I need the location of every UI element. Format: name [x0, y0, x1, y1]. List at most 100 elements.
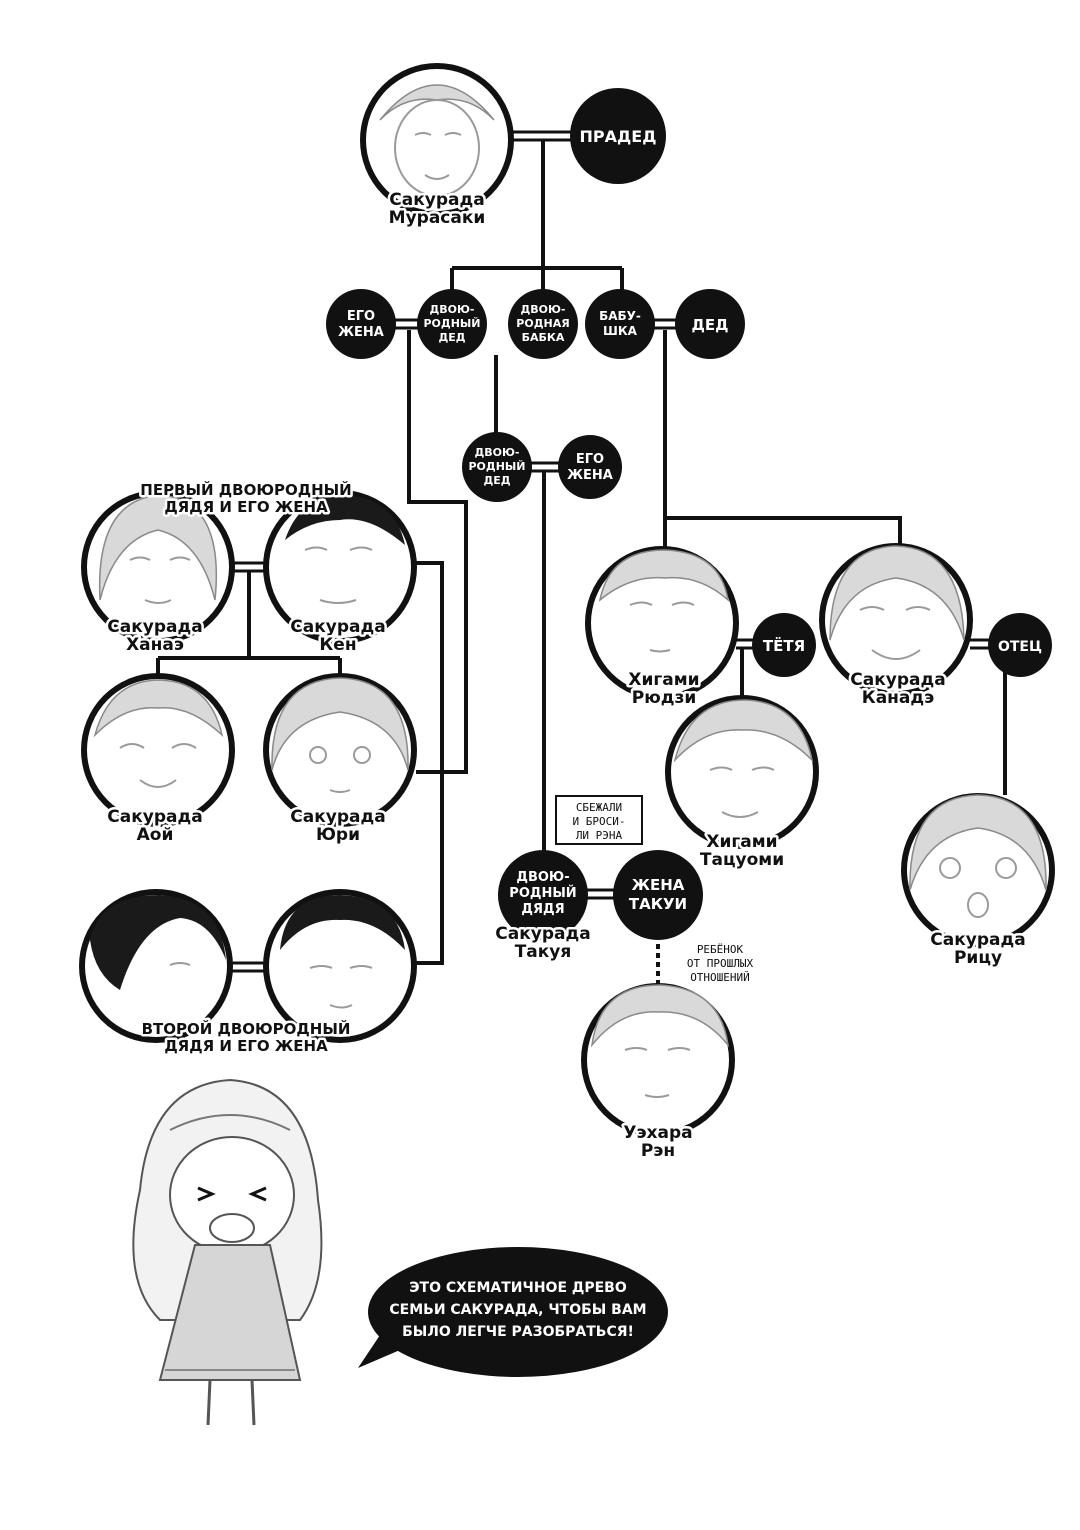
svg-text:ДВОЮ-: ДВОЮ-	[474, 446, 519, 459]
svg-text:Сакурада: Сакурада	[389, 190, 484, 210]
name-ken: Сакурада Кен	[288, 615, 388, 658]
portrait-yuri	[263, 673, 417, 827]
name-tatsuomi: Хигами Тацуоми	[697, 830, 786, 873]
portrait-ritsu	[901, 793, 1055, 947]
svg-text:СЕМЬИ САКУРАДА, ЧТОБЫ ВАМ: СЕМЬИ САКУРАДА, ЧТОБЫ ВАМ	[389, 1302, 646, 1318]
svg-text:ДВОЮ-: ДВОЮ-	[429, 303, 474, 316]
svg-text:ОТЕЦ: ОТЕЦ	[998, 639, 1042, 655]
portrait-aoi	[81, 673, 235, 827]
svg-text:РОДНЫЙ: РОДНЫЙ	[509, 885, 576, 901]
role-tetya: ТЁТЯ	[752, 613, 816, 677]
name-murasaki: Сакурада Мурасаки	[386, 188, 488, 231]
svg-text:ЭТО СХЕМАТИЧНОЕ ДРЕВО: ЭТО СХЕМАТИЧНОЕ ДРЕВО	[409, 1280, 627, 1296]
svg-text:Канадэ: Канадэ	[862, 688, 934, 708]
role-ego-zhena-mid: ЕГО ЖЕНА	[558, 435, 622, 499]
svg-text:ДЯДЯ И ЕГО ЖЕНА: ДЯДЯ И ЕГО ЖЕНА	[164, 498, 328, 516]
role-dvoyurodnaya-babka: ДВОЮ- РОДНАЯ БАБКА	[508, 289, 578, 359]
svg-text:ДЯДЯ И ЕГО ЖЕНА: ДЯДЯ И ЕГО ЖЕНА	[164, 1037, 328, 1055]
svg-text:Сакурада: Сакурада	[930, 930, 1025, 950]
svg-text:Ханаэ: Ханаэ	[126, 635, 184, 655]
note-ran-away: СБЕЖАЛИ И БРОСИ- ЛИ РЭНА	[555, 795, 643, 845]
note-child-prev: РЕБЁНОК ОТ ПРОШЛЫХ ОТНОШЕНИЙ	[687, 943, 754, 984]
svg-text:ВТОРОЙ ДВОЮРОДНЫЙ: ВТОРОЙ ДВОЮРОДНЫЙ	[142, 1019, 351, 1038]
svg-text:Сакурада: Сакурада	[290, 617, 385, 637]
svg-text:ОТ ПРОШЛЫХ: ОТ ПРОШЛЫХ	[687, 957, 754, 970]
svg-text:РОДНЫЙ: РОДНЫЙ	[423, 317, 480, 330]
svg-text:Хигами: Хигами	[706, 832, 777, 852]
svg-text:ДЕД: ДЕД	[692, 316, 729, 334]
name-takuya: Сакурада Такуя	[493, 922, 593, 965]
role-dvoyurodny-ded-1: ДВОЮ- РОДНЫЙ ДЕД	[417, 289, 487, 359]
portrait-ken	[263, 490, 417, 644]
name-ryuji: Хигами Рюдзи	[626, 668, 702, 711]
svg-text:РОДНЫЙ: РОДНЫЙ	[468, 460, 525, 473]
svg-text:Тацуоми: Тацуоми	[700, 850, 784, 870]
svg-text:Сакурада: Сакурада	[107, 617, 202, 637]
portrait-second-uncle	[263, 889, 417, 1043]
portrait-kanade	[819, 543, 973, 697]
speech-bubble: ЭТО СХЕМАТИЧНОЕ ДРЕВО СЕМЬИ САКУРАДА, ЧТ…	[358, 1247, 668, 1377]
svg-text:Юри: Юри	[316, 825, 360, 845]
svg-text:Сакурада: Сакурада	[495, 924, 590, 944]
chibi-girl-illustration	[132, 1078, 323, 1426]
name-ren: Уэхара Рэн	[621, 1121, 695, 1164]
svg-text:Хигами: Хигами	[628, 670, 699, 690]
svg-text:ДЕД: ДЕД	[483, 474, 510, 487]
portrait-tatsuomi	[665, 695, 819, 849]
svg-text:ТАКУИ: ТАКУИ	[629, 895, 687, 913]
svg-text:ДВОЮ-: ДВОЮ-	[520, 303, 565, 316]
name-aoi: Сакурада Аой	[105, 805, 205, 848]
role-babushka: БАБУ- ШКА	[585, 289, 655, 359]
name-ritsu: Сакурада Рицу	[928, 928, 1028, 971]
svg-text:ЕГО: ЕГО	[576, 452, 604, 467]
role-pradid: ПРАДЕД	[570, 88, 666, 184]
svg-text:ЖЕНА: ЖЕНА	[632, 876, 685, 894]
caption-second-uncle: ВТОРОЙ ДВОЮРОДНЫЙ ДЯДЯ И ЕГО ЖЕНА	[139, 1017, 353, 1058]
svg-text:Рэн: Рэн	[641, 1141, 675, 1161]
portrait-murasaki	[360, 63, 514, 217]
role-ego-zhena-top: ЕГО ЖЕНА	[326, 289, 396, 359]
portrait-hanae	[81, 490, 235, 644]
portrait-ren	[581, 983, 735, 1137]
svg-text:Аой: Аой	[137, 825, 174, 845]
svg-text:ПРАДЕД: ПРАДЕД	[580, 127, 657, 146]
svg-text:ЖЕНА: ЖЕНА	[338, 325, 384, 340]
svg-text:Рюдзи: Рюдзи	[632, 688, 697, 708]
svg-text:ТЁТЯ: ТЁТЯ	[763, 636, 805, 655]
name-yuri: Сакурада Юри	[288, 805, 388, 848]
svg-text:Такуя: Такуя	[515, 942, 572, 962]
role-dvoyurodny-dyadya: ДВОЮ- РОДНЫЙ ДЯДЯ	[498, 850, 588, 940]
svg-text:ШКА: ШКА	[603, 324, 638, 338]
svg-text:Кен: Кен	[319, 635, 356, 655]
svg-text:Сакурада: Сакурада	[850, 670, 945, 690]
svg-text:РОДНАЯ: РОДНАЯ	[516, 317, 569, 330]
svg-text:РЕБЁНОК: РЕБЁНОК	[697, 943, 744, 956]
role-otets: ОТЕЦ	[988, 613, 1052, 677]
role-dvoyurodny-ded-2: ДВОЮ- РОДНЫЙ ДЕД	[462, 432, 532, 502]
svg-text:ЕГО: ЕГО	[347, 309, 375, 324]
svg-text:И БРОСИ-: И БРОСИ-	[573, 815, 626, 828]
svg-text:СБЕЖАЛИ: СБЕЖАЛИ	[576, 801, 622, 814]
svg-text:Рицу: Рицу	[954, 948, 1002, 968]
svg-text:БАБКА: БАБКА	[522, 331, 565, 344]
svg-text:БЫЛО ЛЕГЧЕ РАЗОБРАТЬСЯ!: БЫЛО ЛЕГЧЕ РАЗОБРАТЬСЯ!	[402, 1324, 634, 1340]
svg-text:Сакурада: Сакурада	[290, 807, 385, 827]
name-kanade: Сакурада Канадэ	[848, 668, 948, 711]
svg-text:Уэхара: Уэхара	[623, 1123, 692, 1143]
svg-text:ОТНОШЕНИЙ: ОТНОШЕНИЙ	[690, 971, 750, 984]
svg-text:ПЕРВЫЙ ДВОЮРОДНЫЙ: ПЕРВЫЙ ДВОЮРОДНЫЙ	[140, 480, 351, 499]
portrait-ryuji	[585, 546, 739, 700]
name-hanae: Сакурада Ханаэ	[105, 615, 205, 658]
portrait-second-uncle-wife	[79, 889, 233, 1043]
caption-first-uncle: ПЕРВЫЙ ДВОЮРОДНЫЙ ДЯДЯ И ЕГО ЖЕНА	[138, 478, 354, 519]
role-zhena-takui: ЖЕНА ТАКУИ	[613, 850, 703, 940]
svg-text:ДВОЮ-: ДВОЮ-	[516, 870, 569, 885]
svg-text:ЖЕНА: ЖЕНА	[567, 468, 613, 483]
svg-text:ЛИ РЭНА: ЛИ РЭНА	[576, 829, 623, 842]
svg-text:Сакурада: Сакурада	[107, 807, 202, 827]
svg-text:Мурасаки: Мурасаки	[389, 208, 486, 228]
svg-text:ДЯДЯ: ДЯДЯ	[521, 902, 564, 917]
role-ded: ДЕД	[675, 289, 745, 359]
svg-text:ДЕД: ДЕД	[438, 331, 465, 344]
